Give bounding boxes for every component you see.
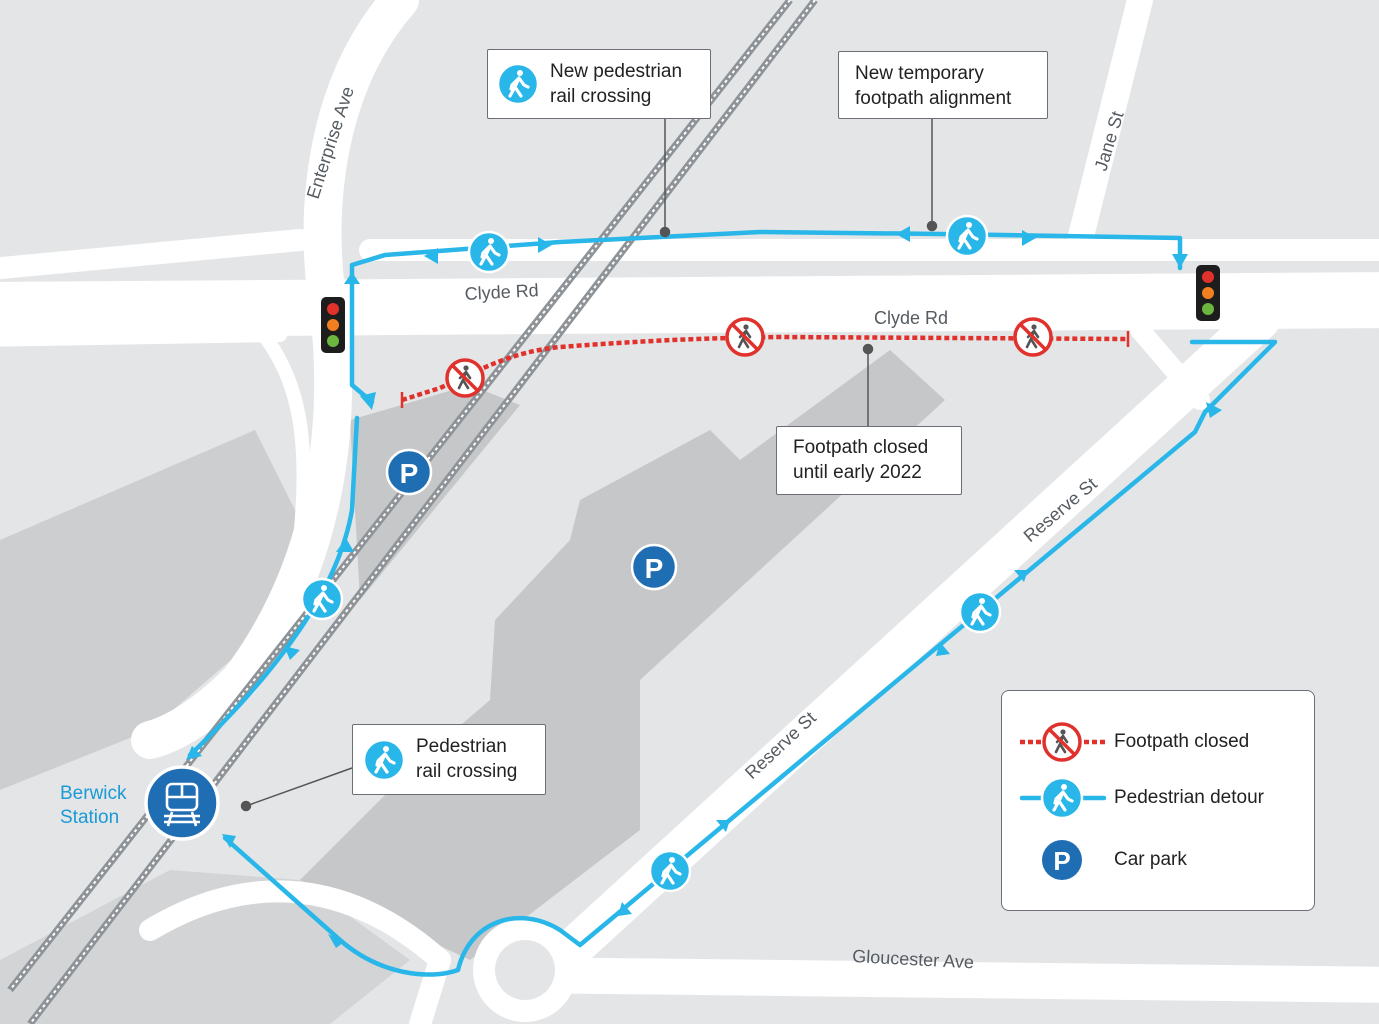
pedestrian-icon [1019,776,1107,820]
pedestrian-icon [362,738,406,782]
traffic-light-icon [321,297,345,353]
pedestrian-icon [648,849,692,893]
street-label-clyde-rd-south: Clyde Rd [874,308,948,328]
parking-icon: P [385,448,433,496]
callout-text: New temporary footpath alignment [855,63,1012,109]
parking-icon: P [1042,840,1082,880]
callout-new-pedestrian-rail-crossing: New pedestrian rail crossing [487,49,711,119]
detour-arrows [186,226,1222,948]
legend-label: Car park [1114,849,1187,870]
closed-footpath [400,317,1130,408]
callout-footpath-closed: Footpath closed until early 2022 [776,426,962,495]
legend-label: Pedestrian detour [1114,787,1264,808]
callout-text: Pedestrian rail crossing [416,736,518,782]
pedestrian-icon [300,577,344,621]
legend-label: Footpath closed [1114,731,1250,752]
legend-item-pedestrian-detour: Pedestrian detour [1002,775,1314,821]
callout-text: New pedestrian rail crossing [550,61,683,107]
legend-item-car-park: P Car park [1002,837,1314,883]
no-pedestrian-icon [1020,722,1106,762]
pedestrian-icon [945,214,989,258]
berwick-station: Berwick Station [60,765,220,841]
station-name-line2: Station [60,807,119,828]
no-pedestrian-icon [445,358,485,398]
callout-new-temporary-footpath: New temporary footpath alignment [838,51,1048,119]
map-legend: Footpath closed Pedestrian detour P Car … [1001,690,1315,911]
pedestrian-icon [958,590,1002,634]
no-pedestrian-icon [1013,317,1053,357]
pedestrian-icon [467,230,511,274]
callout-pedestrian-rail-crossing: Pedestrian rail crossing [352,724,546,795]
roundabout-island [495,940,555,1000]
pedestrian-icon [496,62,540,106]
pedestrian-detour [187,229,1278,977]
parking-icon: P [630,543,678,591]
station-name-line1: Berwick [60,783,127,804]
callout-leaders [240,118,938,812]
traffic-light-icon [1196,265,1220,321]
street-label-clyde-rd: Clyde Rd [464,280,539,304]
no-pedestrian-icon [725,317,765,357]
svg-text:P: P [400,458,419,489]
svg-text:P: P [645,553,664,584]
svg-text:P: P [1053,846,1070,876]
legend-item-footpath-closed: Footpath closed [1002,719,1314,765]
callout-text: Footpath closed until early 2022 [793,437,929,483]
railway [7,0,818,1024]
car-park-markers: P P [385,448,678,591]
train-icon [164,782,200,827]
